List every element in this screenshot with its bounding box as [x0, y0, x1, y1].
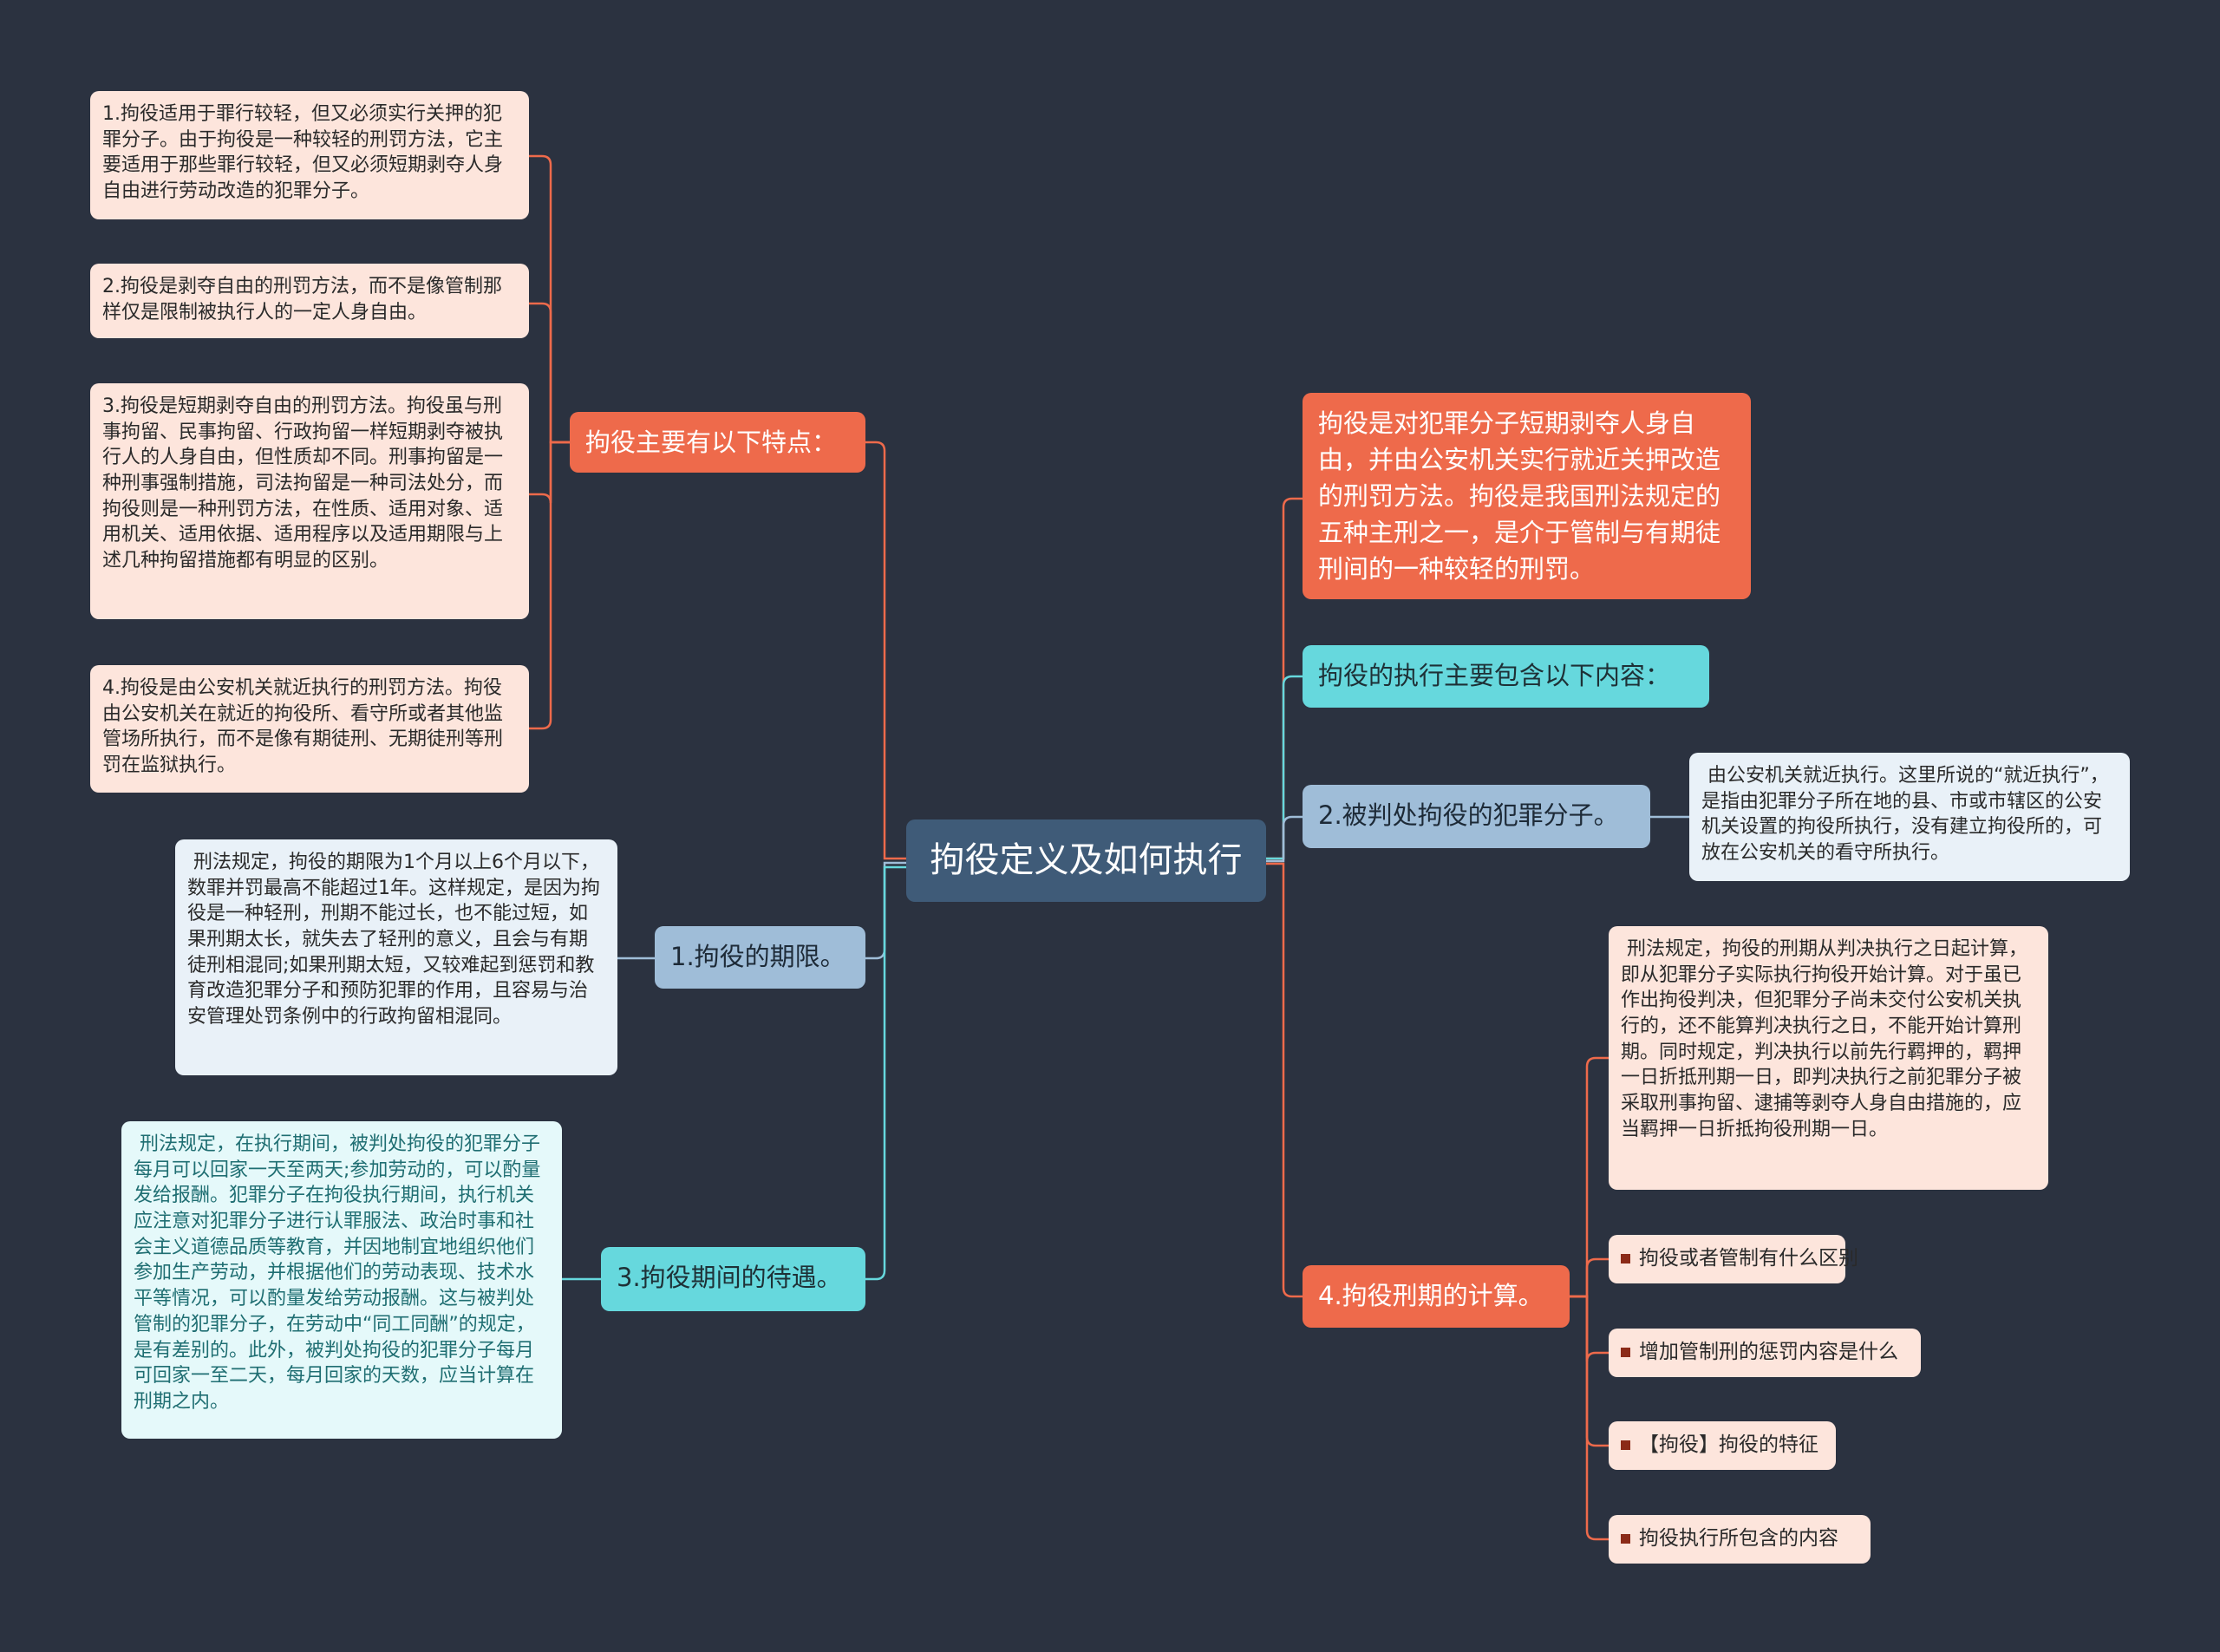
link-central-execution — [1266, 675, 1303, 860]
bullet-icon — [1621, 1348, 1630, 1357]
link-calc-link4 — [1570, 1295, 1609, 1541]
convicts-detail[interactable]: 由公安机关就近执行。这里所说的“就近执行”，是指由犯罪分子所在地的县、市或市辖区… — [1689, 753, 2130, 881]
link-features-item3 — [529, 441, 570, 504]
link-calc-link3 — [1570, 1295, 1609, 1447]
treatment-title-node[interactable]: 3.拘役期间的待遇。 — [601, 1247, 865, 1311]
link-central-calc — [1266, 862, 1303, 1298]
link-features-item4 — [529, 441, 570, 730]
bullet-icon — [1621, 1534, 1630, 1544]
features-title-node[interactable]: 拘役主要有以下特点： — [570, 412, 865, 473]
term-title-node[interactable]: 1.拘役的期限。 — [655, 926, 865, 989]
convicts-title-node[interactable]: 2.被判处拘役的犯罪分子。 — [1303, 785, 1650, 848]
link-central-convicts — [1266, 815, 1303, 863]
link-central-term — [865, 861, 906, 960]
link-features-item1 — [529, 154, 570, 444]
calc-link-3[interactable]: 【拘役】拘役的特征 — [1609, 1421, 1836, 1470]
feature-item-4[interactable]: 4.拘役是由公安机关就近执行的刑罚方法。拘役由公安机关在就近的拘役所、看守所或者… — [90, 665, 529, 793]
link-features-item2 — [529, 302, 570, 444]
calc-link-2[interactable]: 增加管制刑的惩罚内容是什么 — [1609, 1329, 1921, 1377]
feature-item-3[interactable]: 3.拘役是短期剥夺自由的刑罚方法。拘役虽与刑事拘留、民事拘留、行政拘留一样短期剥… — [90, 383, 529, 619]
feature-item-2[interactable]: 2.拘役是剥夺自由的刑罚方法，而不是像管制那样仅是限制被执行人的一定人身自由。 — [90, 264, 529, 338]
calc-link-1[interactable]: 拘役或者管制有什么区别 — [1609, 1235, 1858, 1283]
calc-link-4[interactable]: 拘役执行所包含的内容 — [1609, 1515, 1871, 1564]
definition-node[interactable]: 拘役是对犯罪分子短期剥夺人身自由，并由公安机关实行就近关押改造的刑罚方法。拘役是… — [1303, 393, 1751, 599]
bullet-icon — [1621, 1440, 1630, 1450]
central-topic[interactable]: 拘役定义及如何执行 — [906, 819, 1266, 902]
calc-detail[interactable]: 刑法规定，拘役的刑期从判决执行之日起计算，即从犯罪分子实际执行拘役开始计算。对于… — [1609, 926, 2048, 1190]
bullet-icon — [1621, 1254, 1630, 1263]
link-calc-link2 — [1570, 1295, 1609, 1362]
link-central-definition — [1266, 497, 1303, 860]
term-detail[interactable]: 刑法规定，拘役的期限为1个月以上6个月以下，数罪并罚最高不能超过1年。这样规定，… — [175, 839, 617, 1075]
treatment-detail[interactable]: 刑法规定，在执行期间，被判处拘役的犯罪分子每月可以回家一天至两天;参加劳动的，可… — [121, 1121, 562, 1439]
link-calc-detail — [1570, 1056, 1609, 1298]
execution-node[interactable]: 拘役的执行主要包含以下内容： — [1303, 645, 1709, 708]
calc-title-node[interactable]: 4.拘役刑期的计算。 — [1303, 1265, 1570, 1328]
link-central-treatment — [865, 865, 906, 1281]
link-calc-link1 — [1570, 1257, 1609, 1298]
feature-item-1[interactable]: 1.拘役适用于罪行较轻，但又必须实行关押的犯罪分子。由于拘役是一种较轻的刑罚方法… — [90, 91, 529, 219]
link-central-features — [865, 441, 906, 860]
